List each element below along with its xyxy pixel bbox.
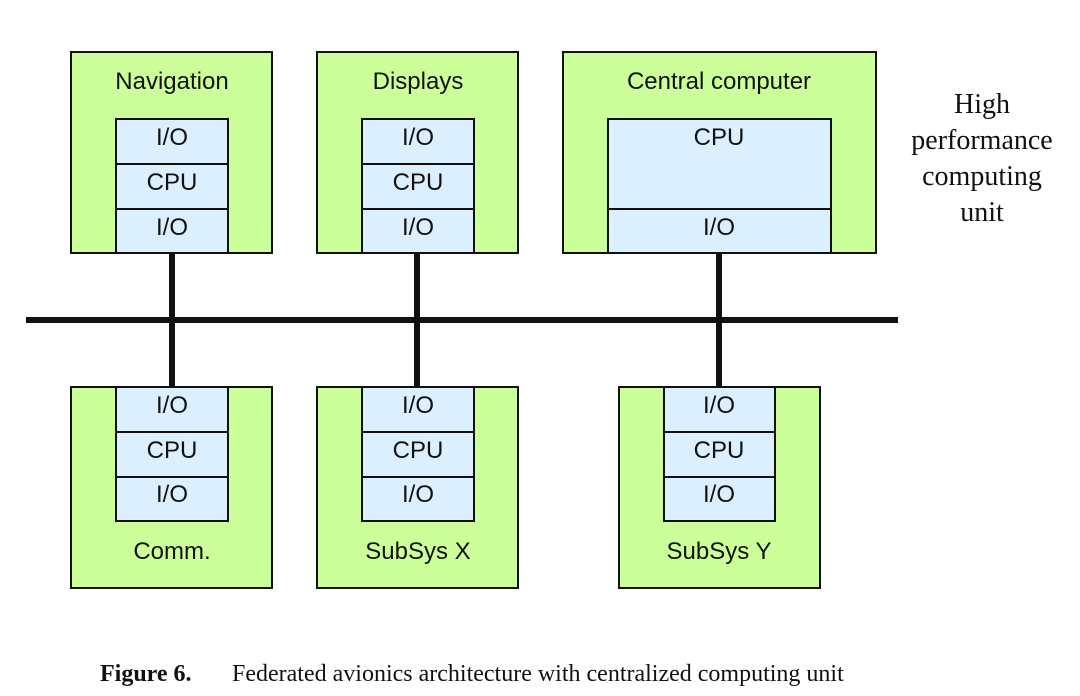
unit-central-computer: Central computer CPU I/O xyxy=(562,51,877,254)
module-io: I/O xyxy=(156,214,188,241)
module-io: I/O xyxy=(156,392,188,419)
unit-comm: I/O CPU I/O Comm. xyxy=(70,386,273,589)
module-io: I/O xyxy=(402,392,434,419)
unit-label: SubSys Y xyxy=(667,538,772,565)
module-io: I/O xyxy=(402,481,434,508)
unit-navigation: Navigation I/O CPU I/O xyxy=(70,51,273,254)
annotation-line: High xyxy=(954,89,1010,120)
module-io: I/O xyxy=(402,214,434,241)
unit-label: Navigation xyxy=(115,68,228,95)
caption-number: Figure 6. xyxy=(100,661,192,687)
caption-text: Federated avionics architecture with cen… xyxy=(232,661,844,687)
module-cpu: CPU xyxy=(147,437,198,464)
module-cpu: CPU xyxy=(694,124,745,151)
module-cpu: CPU xyxy=(147,169,198,196)
hpc-annotation: High performance computing unit xyxy=(911,89,1052,228)
module-io: I/O xyxy=(703,392,735,419)
unit-subsys-x: I/O CPU I/O SubSys X xyxy=(316,386,519,589)
unit-label: Central computer xyxy=(627,68,811,95)
module-cpu: CPU xyxy=(393,437,444,464)
module-io: I/O xyxy=(402,124,434,151)
unit-displays: Displays I/O CPU I/O xyxy=(316,51,519,254)
unit-label: SubSys X xyxy=(365,538,470,565)
unit-subsys-y: I/O CPU I/O SubSys Y xyxy=(618,386,821,589)
module-cpu: CPU xyxy=(393,169,444,196)
annotation-line: performance xyxy=(911,125,1052,156)
module-cpu: CPU xyxy=(694,437,745,464)
annotation-line: computing xyxy=(922,161,1042,192)
module-io: I/O xyxy=(703,214,735,241)
annotation-line: unit xyxy=(960,197,1004,228)
module-io: I/O xyxy=(156,124,188,151)
module-io: I/O xyxy=(156,481,188,508)
module-io: I/O xyxy=(703,481,735,508)
unit-label: Displays xyxy=(373,68,464,95)
unit-label: Comm. xyxy=(133,538,210,565)
